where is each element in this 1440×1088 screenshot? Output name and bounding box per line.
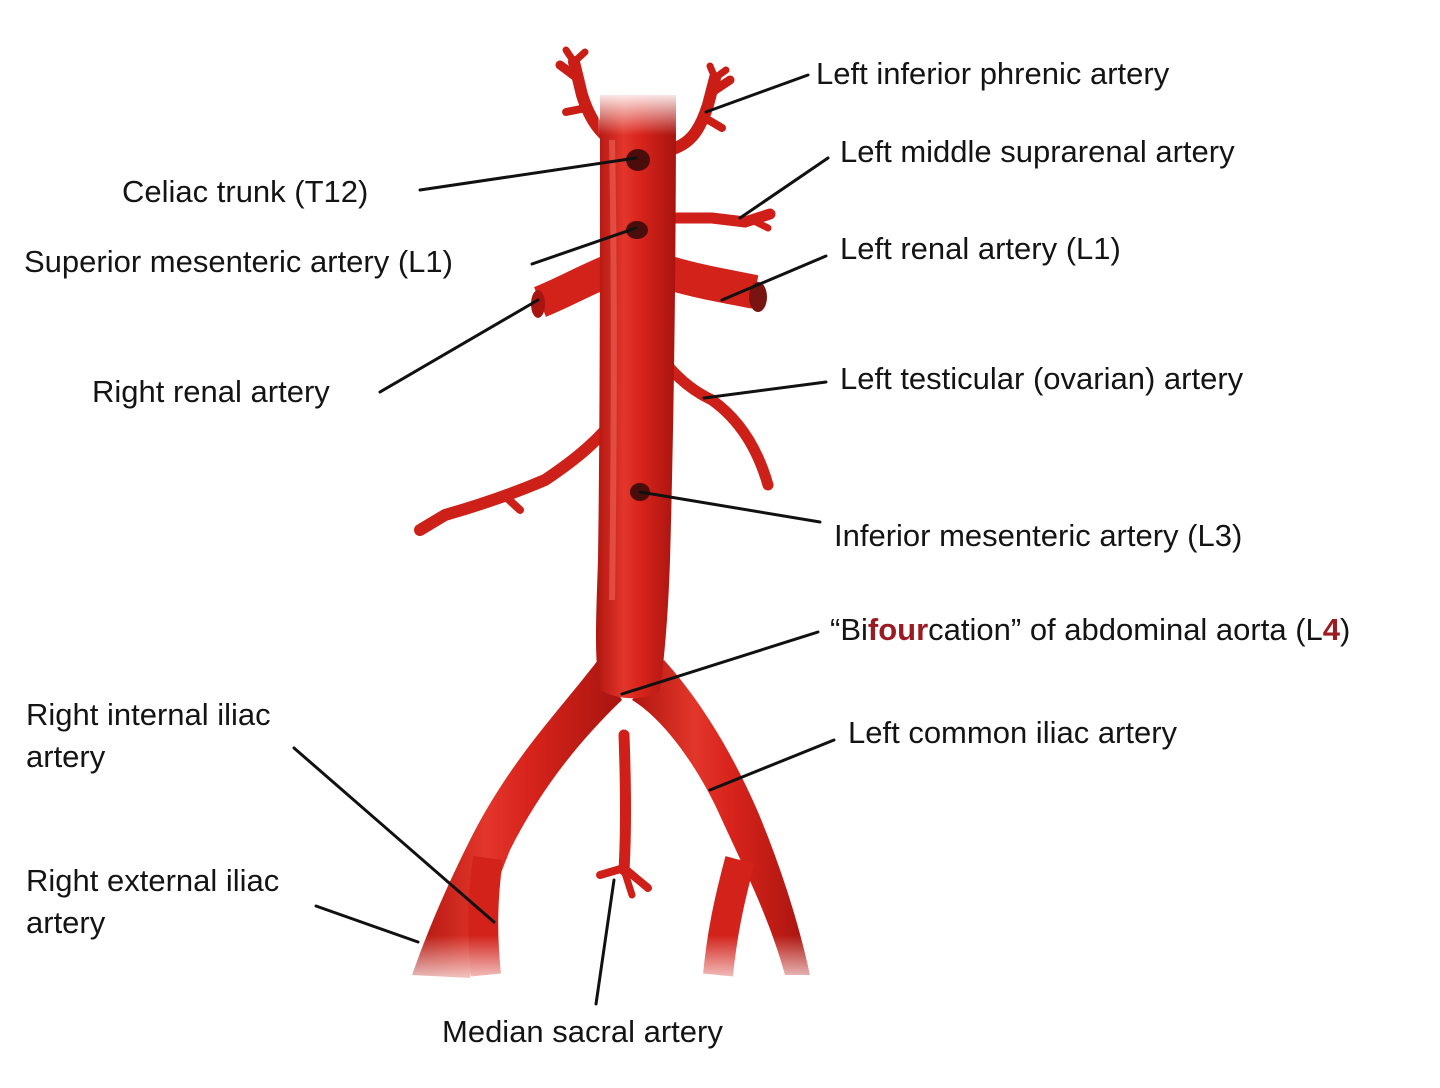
right-internal-iliac-line2: artery: [26, 739, 106, 774]
label-median-sacral: Median sacral artery: [442, 1014, 723, 1049]
label-superior-mesenteric: Superior mesenteric artery (L1): [24, 244, 453, 279]
label-left-middle-suprarenal: Left middle suprarenal artery: [840, 134, 1235, 169]
leader-left-middle-suprarenal: [738, 156, 830, 220]
label-left-inferior-phrenic: Left inferior phrenic artery: [816, 56, 1170, 91]
bifurcation-close: ): [1340, 612, 1351, 647]
right-external-iliac-line1: Right external iliac: [26, 863, 280, 898]
leader-right-renal: [378, 298, 540, 394]
label-bifurcation: “Bifourcation” of abdominal aorta (L4): [830, 609, 1350, 651]
label-left-common-iliac: Left common iliac artery: [848, 715, 1178, 750]
leader-superior-mesenteric: [530, 226, 638, 266]
superior-mesenteric-ostium: [626, 221, 648, 239]
left-common-iliac-vessel: [632, 660, 810, 975]
celiac-ostium: [626, 149, 650, 171]
leader-median-sacral: [594, 878, 616, 1006]
label-right-external-iliac: Right external iliac artery: [26, 860, 279, 944]
label-inferior-mesenteric: Inferior mesenteric artery (L3): [834, 518, 1243, 553]
label-left-renal: Left renal artery (L1): [840, 231, 1121, 266]
bifurcation-prefix: “Bi: [830, 612, 868, 647]
label-right-internal-iliac: Right internal iliac artery: [26, 694, 271, 778]
bifurcation-emphasis: four: [867, 612, 929, 647]
label-celiac-trunk: Celiac trunk (T12): [122, 174, 369, 209]
bifurcation-level: 4: [1322, 612, 1341, 647]
leader-lines: [292, 73, 836, 1006]
abdominal-aorta-trunk: [596, 95, 676, 699]
leader-left-common-iliac: [708, 738, 836, 792]
left-middle-suprarenal-vessel: [666, 208, 776, 228]
right-internal-iliac-line1: Right internal iliac: [26, 697, 271, 732]
right-common-iliac-vessel: [412, 660, 622, 978]
leader-bifurcation: [620, 630, 820, 696]
leader-celiac-trunk: [418, 156, 638, 192]
label-left-testicular: Left testicular (ovarian) artery: [840, 361, 1244, 396]
median-sacral-vessel: [618, 729, 631, 876]
leader-left-testicular: [702, 380, 828, 400]
leader-right-internal-iliac: [292, 746, 496, 924]
leader-inferior-mesenteric: [638, 490, 822, 524]
right-external-iliac-line2: artery: [26, 905, 106, 940]
label-right-renal: Right renal artery: [92, 374, 330, 409]
bifurcation-middle: cation” of abdominal aorta (L: [928, 612, 1323, 647]
leader-right-external-iliac: [314, 904, 420, 944]
leader-left-inferior-phrenic: [704, 73, 810, 114]
leader-left-renal: [720, 254, 828, 302]
